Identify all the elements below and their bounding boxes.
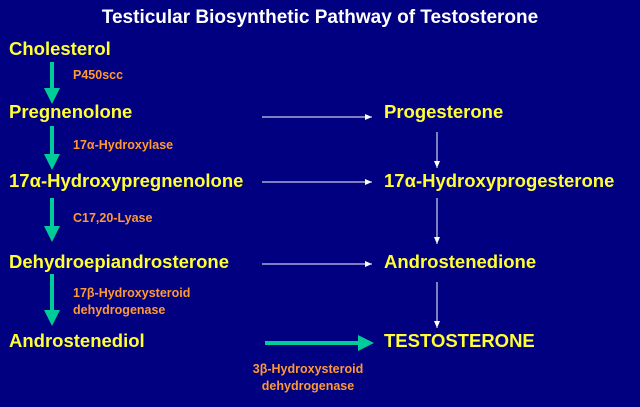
compound-cholesterol: Cholesterol — [9, 38, 111, 59]
compound-pregnenolone: Pregnenolone — [9, 101, 133, 122]
enzyme-3b-hsd: 3β-Hydroxysteroid dehydrogenase — [238, 361, 378, 395]
compound-androstenedione: Androstenedione — [384, 251, 537, 272]
enzyme-p450scc: P450scc — [73, 68, 124, 82]
enzyme-c17-20-lyase: C17,20-Lyase — [73, 211, 153, 225]
enzyme-17b-hsd-line1: 17β-Hydroxysteroid — [73, 286, 191, 300]
enzyme-3b-hsd-line1: 3β-Hydroxysteroid — [252, 362, 364, 376]
compound-testosterone: TESTOSTERONE — [384, 330, 535, 351]
compound-progesterone: Progesterone — [384, 101, 504, 122]
compound-androstenediol: Androstenediol — [9, 330, 145, 351]
enzyme-17b-hsd: 17β-Hydroxysteroid dehydrogenase — [73, 285, 190, 319]
enzyme-17b-hsd-line2: dehydrogenase — [73, 303, 166, 317]
enzyme-3b-hsd-line2: dehydrogenase — [261, 379, 355, 393]
compound-17a-hydroxypregnenolone: 17α-Hydroxypregnenolone — [9, 170, 244, 191]
compound-dehydroepiandrosterone: Dehydroepiandrosterone — [9, 251, 229, 272]
compound-17a-hydroxyprogesterone: 17α-Hydroxyprogesterone — [384, 170, 615, 191]
diagram-title: Testicular Biosynthetic Pathway of Testo… — [101, 7, 539, 28]
enzyme-17a-hydroxylase: 17α-Hydroxylase — [73, 138, 174, 152]
